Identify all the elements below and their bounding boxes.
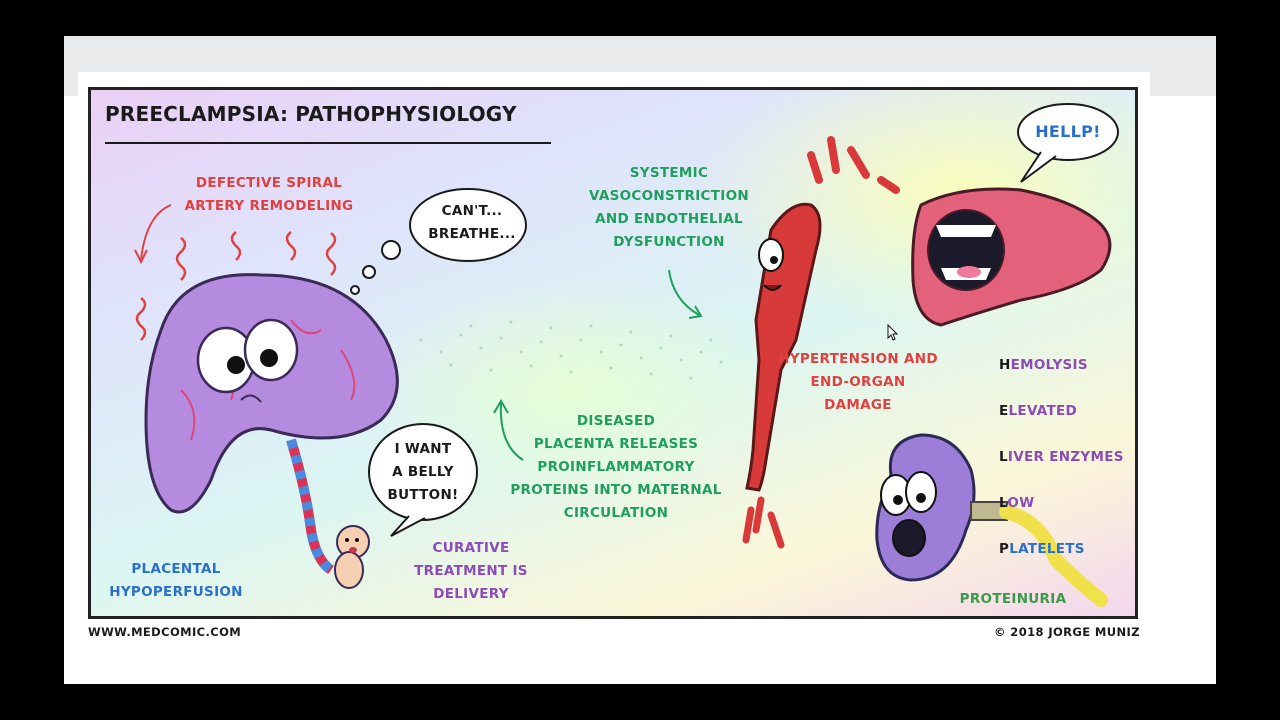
footer-copyright: © 2018 JORGE MUNIZ: [994, 625, 1140, 639]
placenta-illustration: [135, 231, 399, 575]
bubble-cant-breathe: CAN'T... BREATHE...: [428, 203, 516, 242]
hellp-item-liver-enzymes: LIVER ENZYMES: [999, 449, 1124, 465]
label-placental-hypoperfusion: PLACENTAL HYPOPERFUSION: [109, 561, 243, 600]
label-curative-treatment: CURATIVE TREATMENT IS DELIVERY: [414, 540, 528, 602]
circulation-dots: [419, 320, 723, 380]
bubble-hellp: HELLP!: [1035, 122, 1101, 141]
speech-bubbles: [350, 103, 1119, 537]
label-systemic-vasoconstriction: SYSTEMIC VASOCONSTRICTION AND ENDOTHELIA…: [589, 165, 749, 250]
label-proteinuria: PROTEINURIA: [959, 591, 1067, 607]
comic-illustrations: [134, 103, 1119, 607]
hellp-list: HEMOLYSIS ELEVATED LIVER ENZYMES LOW PLA…: [999, 331, 1135, 584]
liver-illustration: [911, 187, 1112, 327]
page-title: PREECLAMPSIA: PATHOPHYSIOLOGY: [105, 102, 517, 126]
baby-illustration: [334, 525, 370, 589]
hellp-item-platelets: PLATELETS: [999, 541, 1085, 557]
label-diseased-placenta: DISEASED PLACENTA RELEASES PROINFLAMMATO…: [510, 413, 722, 521]
label-hypertension: HYPERTENSION AND END-ORGAN DAMAGE: [778, 351, 938, 413]
kidney-illustration: [875, 433, 1108, 607]
blood-vessel-illustration: [742, 136, 900, 549]
hellp-item-elevated: ELEVATED: [999, 403, 1078, 419]
comic-panel: PREECLAMPSIA: PATHOPHYSIOLOGY DEFECTIVE …: [88, 87, 1138, 619]
label-defective-spiral: DEFECTIVE SPIRAL ARTERY REMODELING: [184, 175, 354, 214]
flow-arrows: [134, 204, 703, 461]
slide-header-bar: [64, 36, 1216, 96]
hellp-item-hemolysis: HEMOLYSIS: [999, 357, 1088, 373]
footer-website: WWW.MEDCOMIC.COM: [88, 625, 242, 639]
bubble-belly-button: I WANT A BELLY BUTTON!: [387, 441, 459, 503]
mouse-cursor-icon: [887, 324, 899, 341]
title-underline: [105, 142, 551, 144]
hellp-item-low: LOW: [999, 495, 1035, 511]
